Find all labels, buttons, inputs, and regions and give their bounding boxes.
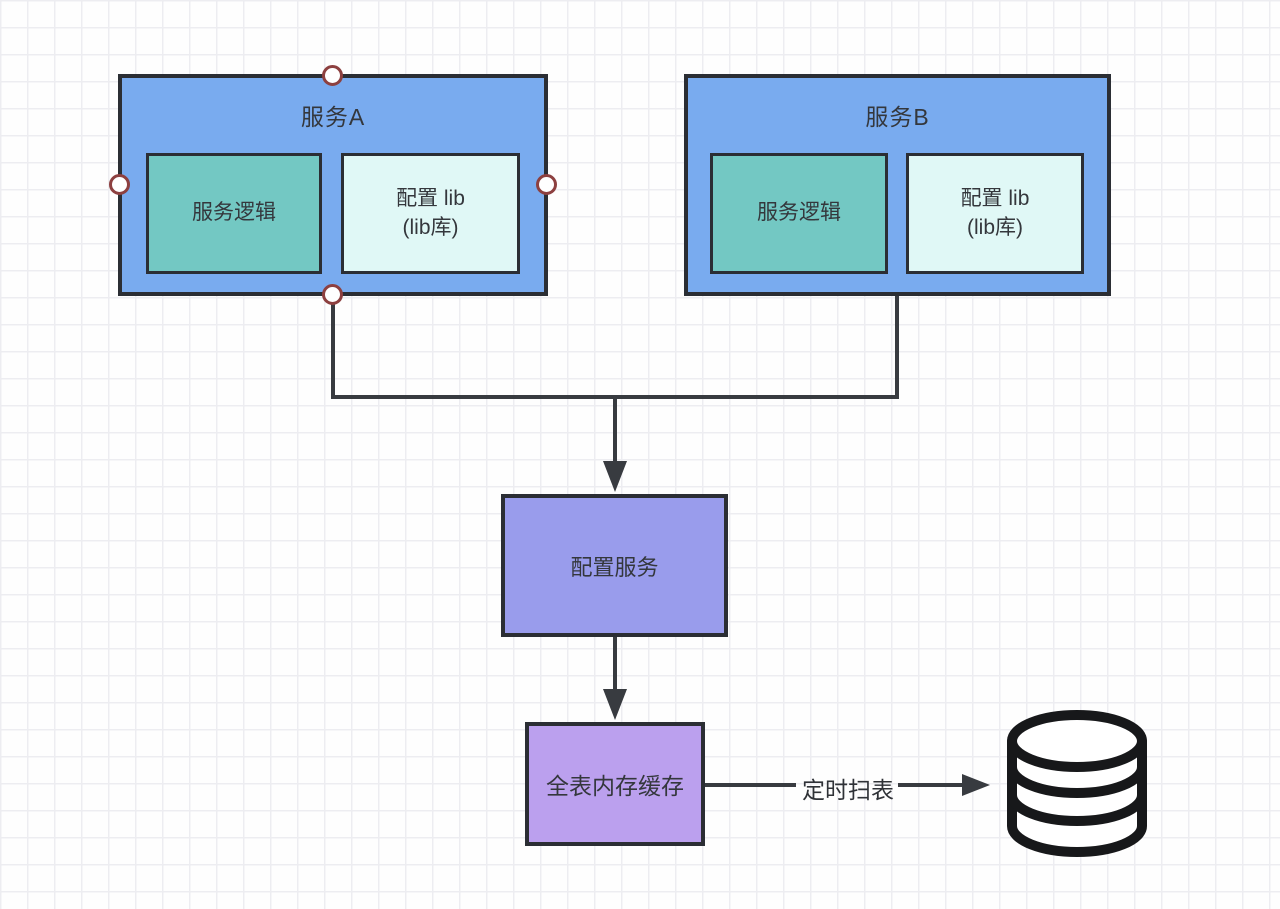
database-icon[interactable]	[1007, 710, 1147, 857]
database-top-ellipse	[1007, 710, 1147, 772]
arrowhead-config-service	[603, 461, 627, 492]
selection-handle-bottom[interactable]	[322, 284, 343, 305]
config-service-label: 配置服务	[570, 554, 659, 580]
scan-edge-label[interactable]: 定时扫表	[802, 777, 894, 803]
edge-service-a-to-junction[interactable]	[331, 296, 899, 399]
service-b-lib-label-line1: 配置 lib	[960, 187, 1030, 211]
service-b-lib-box[interactable]: 配置 lib (lib库)	[906, 153, 1084, 274]
service-b-logic-label: 服务逻辑	[757, 201, 841, 225]
memory-cache-box[interactable]: 全表内存缓存	[525, 722, 705, 846]
service-b-title: 服务B	[865, 104, 930, 130]
service-a-title: 服务A	[300, 104, 366, 130]
selection-handle-right[interactable]	[536, 174, 557, 195]
service-b-lib-label-line2: (lib库)	[967, 215, 1023, 239]
arrowhead-memory-cache	[603, 689, 627, 720]
database-band-1	[1007, 762, 1147, 798]
config-service-box[interactable]: 配置服务	[501, 494, 728, 637]
database-band-2	[1007, 790, 1147, 826]
service-a-logic-box[interactable]: 服务逻辑	[146, 153, 322, 274]
service-a-box[interactable]: 服务A 服务逻辑 配置 lib (lib库)	[109, 65, 557, 305]
service-b-box[interactable]: 服务B 服务逻辑 配置 lib (lib库)	[684, 74, 1111, 296]
selection-handle-top[interactable]	[322, 65, 343, 86]
service-a-lib-box[interactable]: 配置 lib (lib库)	[341, 153, 520, 274]
selection-handle-left[interactable]	[109, 174, 130, 195]
service-a-lib-label-line1: 配置 lib	[396, 187, 465, 211]
arrowhead-database	[962, 774, 990, 796]
service-a-lib-label-line2: (lib库)	[402, 215, 459, 239]
service-b-logic-box[interactable]: 服务逻辑	[710, 153, 888, 274]
memory-cache-label: 全表内存缓存	[546, 773, 684, 799]
service-a-logic-label: 服务逻辑	[192, 201, 276, 225]
